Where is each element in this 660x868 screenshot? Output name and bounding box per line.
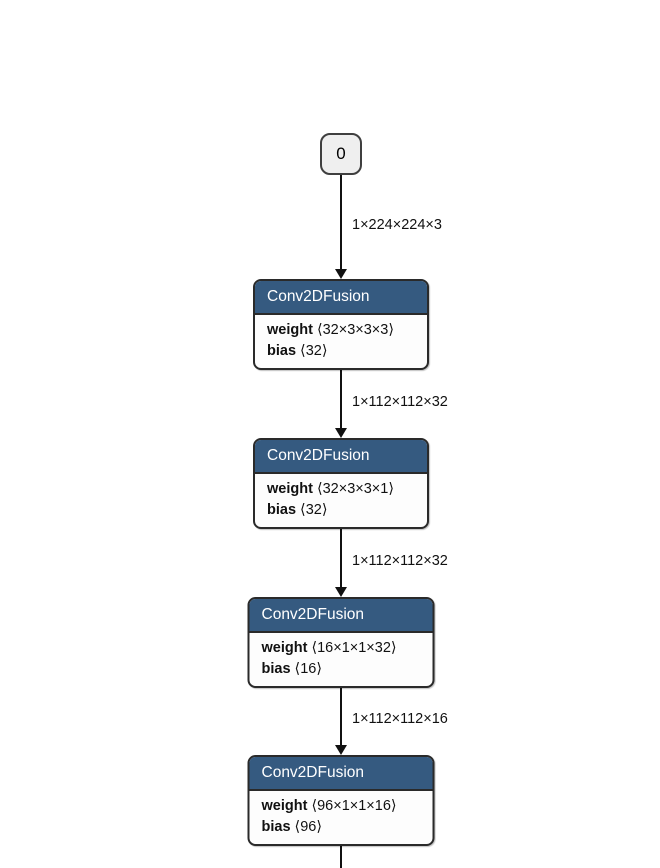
attribute-value: ⟨32⟩ bbox=[300, 343, 328, 359]
arrowhead-icon bbox=[335, 428, 347, 438]
graph-node-conv2dfusion-1[interactable]: Conv2DFusion weight ⟨32×3×3×3⟩ bias ⟨32⟩ bbox=[253, 279, 429, 370]
attribute-row[interactable]: bias ⟨32⟩ bbox=[267, 341, 415, 362]
attribute-name: bias bbox=[261, 661, 291, 677]
edge-label-tensor-shape: 1×112×112×16 bbox=[352, 711, 448, 727]
edge-label-tensor-shape: 1×112×112×32 bbox=[352, 394, 448, 410]
edge-line bbox=[340, 365, 342, 430]
node-type-header[interactable]: Conv2DFusion bbox=[255, 281, 427, 315]
attribute-row[interactable]: weight ⟨96×1×1×16⟩ bbox=[262, 796, 421, 817]
arrowhead-icon bbox=[335, 587, 347, 597]
attribute-row[interactable]: bias ⟨96⟩ bbox=[262, 817, 421, 838]
attribute-value: ⟨96⟩ bbox=[294, 819, 322, 835]
arrowhead-icon bbox=[335, 269, 347, 279]
attribute-row[interactable]: bias ⟨32⟩ bbox=[267, 500, 415, 521]
edge-line bbox=[340, 175, 342, 272]
graph-node-conv2dfusion-3[interactable]: Conv2DFusion weight ⟨16×1×1×32⟩ bias ⟨16… bbox=[247, 597, 435, 688]
attribute-value: ⟨32×3×3×1⟩ bbox=[316, 481, 394, 497]
attribute-row[interactable]: weight ⟨32×3×3×1⟩ bbox=[267, 479, 415, 500]
edge-label-tensor-shape: 1×224×224×3 bbox=[352, 217, 442, 233]
attribute-name: weight bbox=[261, 640, 308, 656]
edge-label-tensor-shape: 1×112×112×32 bbox=[352, 553, 448, 569]
graph-node-conv2dfusion-2[interactable]: Conv2DFusion weight ⟨32×3×3×1⟩ bias ⟨32⟩ bbox=[253, 438, 429, 529]
node-attributes: weight ⟨16×1×1×32⟩ bias ⟨16⟩ bbox=[250, 633, 433, 686]
attribute-row[interactable]: weight ⟨16×1×1×32⟩ bbox=[262, 638, 421, 659]
attribute-value: ⟨32⟩ bbox=[300, 502, 328, 518]
attribute-name: bias bbox=[261, 819, 291, 835]
attribute-name: weight bbox=[261, 798, 308, 814]
attribute-value: ⟨32×3×3×3⟩ bbox=[316, 322, 394, 338]
node-attributes: weight ⟨96×1×1×16⟩ bias ⟨96⟩ bbox=[250, 791, 433, 844]
attribute-value: ⟨16×1×1×32⟩ bbox=[311, 640, 397, 656]
graph-node-conv2dfusion-4[interactable]: Conv2DFusion weight ⟨96×1×1×16⟩ bias ⟨96… bbox=[247, 755, 435, 846]
edge-line bbox=[340, 682, 342, 747]
attribute-name: bias bbox=[267, 502, 297, 518]
attribute-row[interactable]: weight ⟨32×3×3×3⟩ bbox=[267, 320, 415, 341]
attribute-name: weight bbox=[267, 322, 313, 338]
attribute-name: bias bbox=[267, 343, 297, 359]
attribute-name: weight bbox=[267, 481, 313, 497]
edge-line bbox=[340, 524, 342, 589]
node-attributes: weight ⟨32×3×3×3⟩ bias ⟨32⟩ bbox=[255, 315, 427, 368]
attribute-row[interactable]: bias ⟨16⟩ bbox=[262, 659, 421, 680]
node-type-header[interactable]: Conv2DFusion bbox=[249, 757, 433, 791]
attribute-value: ⟨96×1×1×16⟩ bbox=[311, 798, 397, 814]
node-attributes: weight ⟨32×3×3×1⟩ bias ⟨32⟩ bbox=[255, 474, 427, 527]
edge-line bbox=[340, 841, 342, 868]
node-type-header[interactable]: Conv2DFusion bbox=[255, 440, 427, 474]
attribute-value: ⟨16⟩ bbox=[294, 661, 322, 677]
arrowhead-icon bbox=[335, 745, 347, 755]
node-type-header[interactable]: Conv2DFusion bbox=[249, 599, 433, 633]
input-node-label: 0 bbox=[336, 144, 346, 163]
graph-input-node[interactable]: 0 bbox=[320, 133, 362, 175]
